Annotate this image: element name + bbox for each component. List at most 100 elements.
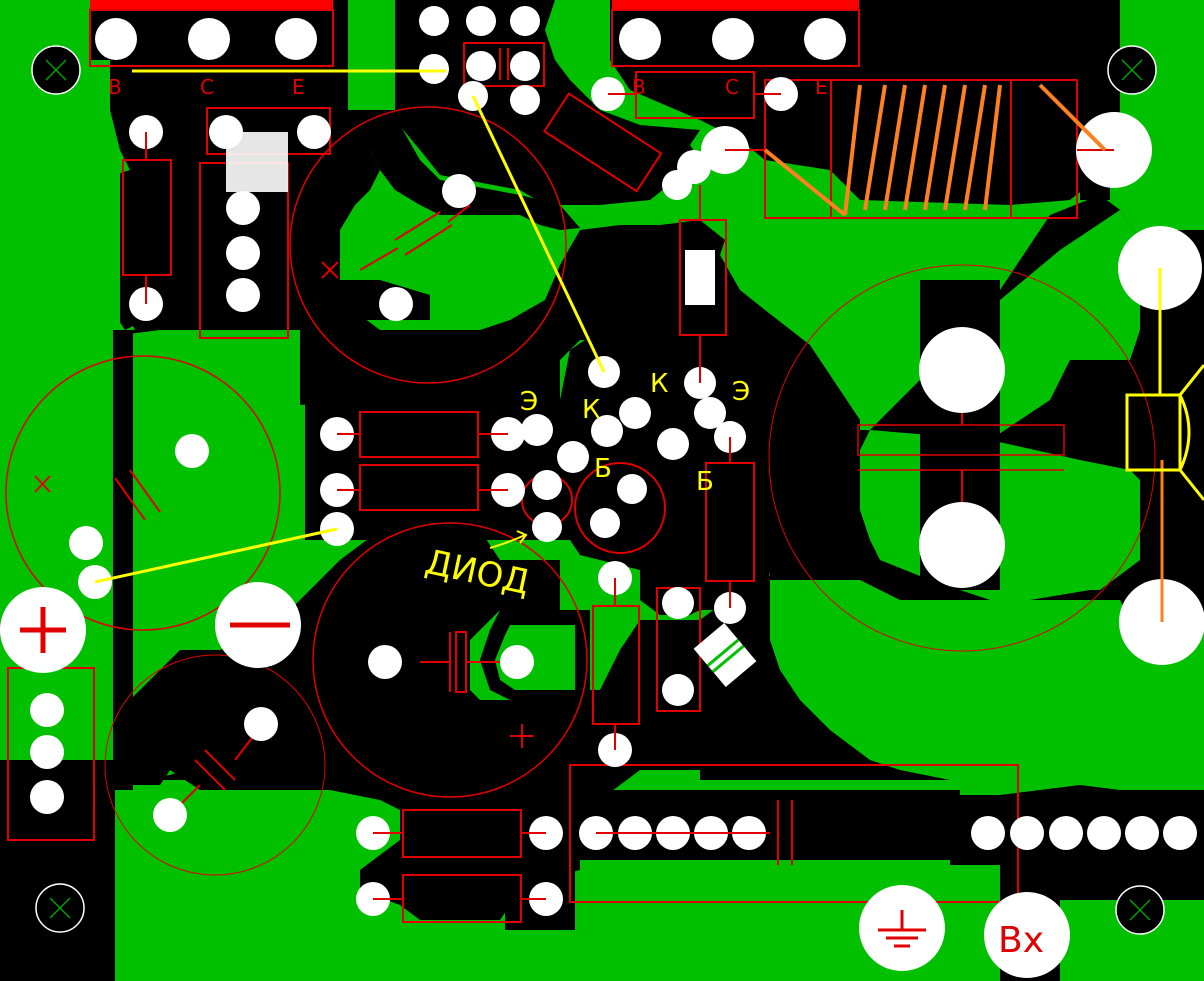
resistor-r3 <box>359 464 479 511</box>
pad <box>619 397 651 429</box>
silkscreen-layer <box>5 42 1156 923</box>
pad <box>466 51 496 81</box>
label-q1-b: В <box>108 75 122 99</box>
pad <box>1010 816 1044 850</box>
pad <box>275 18 317 60</box>
pad <box>521 414 553 446</box>
pad <box>30 693 64 727</box>
capacitor-c1-outline <box>289 106 567 384</box>
pad <box>379 287 413 321</box>
trimmer-white-mark <box>226 132 288 192</box>
pad <box>619 18 661 60</box>
c1-lead <box>359 247 399 271</box>
pad <box>1049 816 1083 850</box>
gap-bottom-channel <box>130 720 650 795</box>
label-collector-1: К <box>582 395 600 425</box>
pad <box>188 18 230 60</box>
c1-lead-b <box>447 204 471 223</box>
pad <box>175 434 209 468</box>
pads-layer <box>0 6 1204 978</box>
capacitor-c2-outline <box>5 355 281 631</box>
pad <box>662 587 694 619</box>
c1-plate-b <box>404 224 453 256</box>
pad <box>919 327 1005 413</box>
pad <box>1087 816 1121 850</box>
pad <box>500 645 534 679</box>
pad <box>694 397 726 429</box>
c2-plate-b <box>129 469 161 513</box>
label-q2-e: Е <box>815 75 828 99</box>
pad <box>1125 816 1159 850</box>
pad <box>662 170 692 200</box>
pad <box>712 18 754 60</box>
label-emitter-2: Э <box>732 377 750 407</box>
pad <box>226 278 260 312</box>
pad <box>466 6 496 36</box>
pad <box>657 428 689 460</box>
pad <box>419 54 449 84</box>
label-q2-c: С <box>725 75 739 99</box>
capacitor-white-mark <box>685 250 715 305</box>
copper-right-bottom <box>770 580 1204 795</box>
gap-left-vertical <box>113 330 133 790</box>
transistor1-outline <box>89 9 334 67</box>
capacitor-c3-outline <box>312 522 588 798</box>
pad <box>368 645 402 679</box>
label-base-2: Б <box>696 467 714 497</box>
label-q1-c: С <box>200 75 214 99</box>
copper-bottom-right-corner <box>1060 900 1204 981</box>
pad <box>30 780 64 814</box>
small-cap-2 <box>463 42 545 87</box>
pad <box>95 18 137 60</box>
pad <box>919 502 1005 588</box>
pad <box>419 6 449 36</box>
pad <box>69 526 103 560</box>
c4-plate-b <box>204 749 236 781</box>
pad <box>510 6 540 36</box>
label-q2-b: В <box>632 75 646 99</box>
pad <box>804 18 846 60</box>
pad <box>971 816 1005 850</box>
pad <box>557 441 589 473</box>
pad <box>297 115 331 149</box>
ground-symbol <box>878 910 926 948</box>
pad <box>510 51 540 81</box>
label-base-1: Б <box>594 454 612 484</box>
pad <box>153 798 187 832</box>
gap-top-left-vertical <box>330 0 348 120</box>
pad <box>510 85 540 115</box>
c1-plate-a <box>394 211 441 241</box>
diode-d1-symbol <box>693 622 757 688</box>
input-pad <box>984 892 1070 978</box>
transistor-small-outline <box>574 462 666 554</box>
pad <box>617 474 647 504</box>
label-collector-2: К <box>650 369 668 399</box>
pad <box>532 512 562 542</box>
transistor1-header-bar <box>90 0 333 10</box>
pad <box>244 707 278 741</box>
pad <box>226 236 260 270</box>
jumper-wires <box>94 69 1162 584</box>
pad <box>591 415 623 447</box>
pad <box>590 508 620 538</box>
resistor-r9 <box>679 219 727 336</box>
pad <box>532 470 562 500</box>
speaker-icon <box>1125 364 1204 501</box>
gap-channel-upper <box>120 280 430 330</box>
capacitor-c4-outline <box>104 654 326 876</box>
c2-plate-a <box>114 477 146 521</box>
pad <box>442 174 476 208</box>
pad <box>662 674 694 706</box>
transistor2-outline <box>611 9 860 67</box>
c1-minus-mark-b <box>321 261 339 279</box>
resistor-r10 <box>542 92 663 193</box>
diode-arrow <box>489 530 528 549</box>
pad <box>1163 816 1197 850</box>
pad <box>30 735 64 769</box>
coil-winding <box>763 83 1107 217</box>
label-q1-e: Е <box>292 75 305 99</box>
label-emitter-1: Э <box>520 387 538 417</box>
pad <box>226 191 260 225</box>
capacitor-c5-outline <box>768 264 1156 652</box>
